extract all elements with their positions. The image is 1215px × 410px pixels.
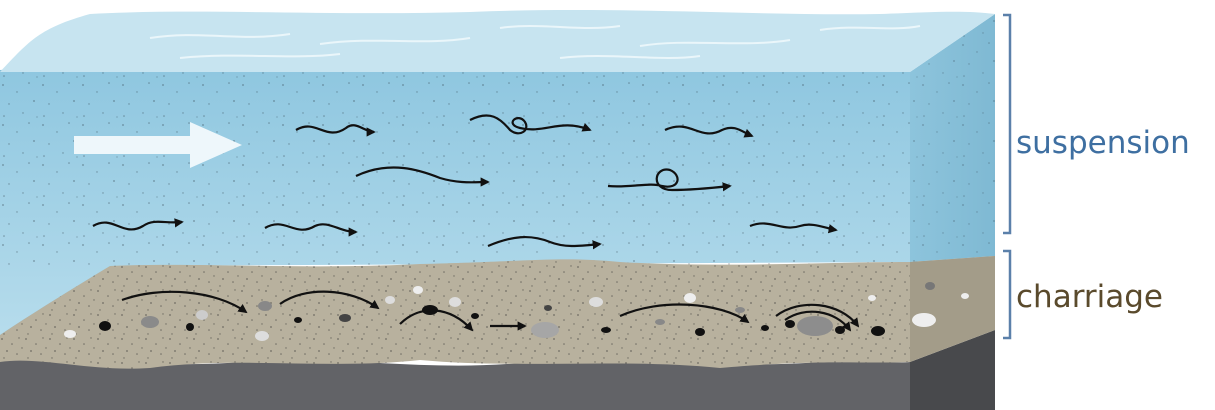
suspension-bracket — [1003, 15, 1010, 233]
water-surface — [0, 10, 995, 72]
charriage-label: charriage — [1016, 282, 1163, 313]
sand-grains — [0, 256, 995, 369]
suspended-particles — [0, 72, 910, 272]
charriage-bracket — [1003, 251, 1010, 338]
suspension-label: suspension — [1016, 128, 1190, 159]
